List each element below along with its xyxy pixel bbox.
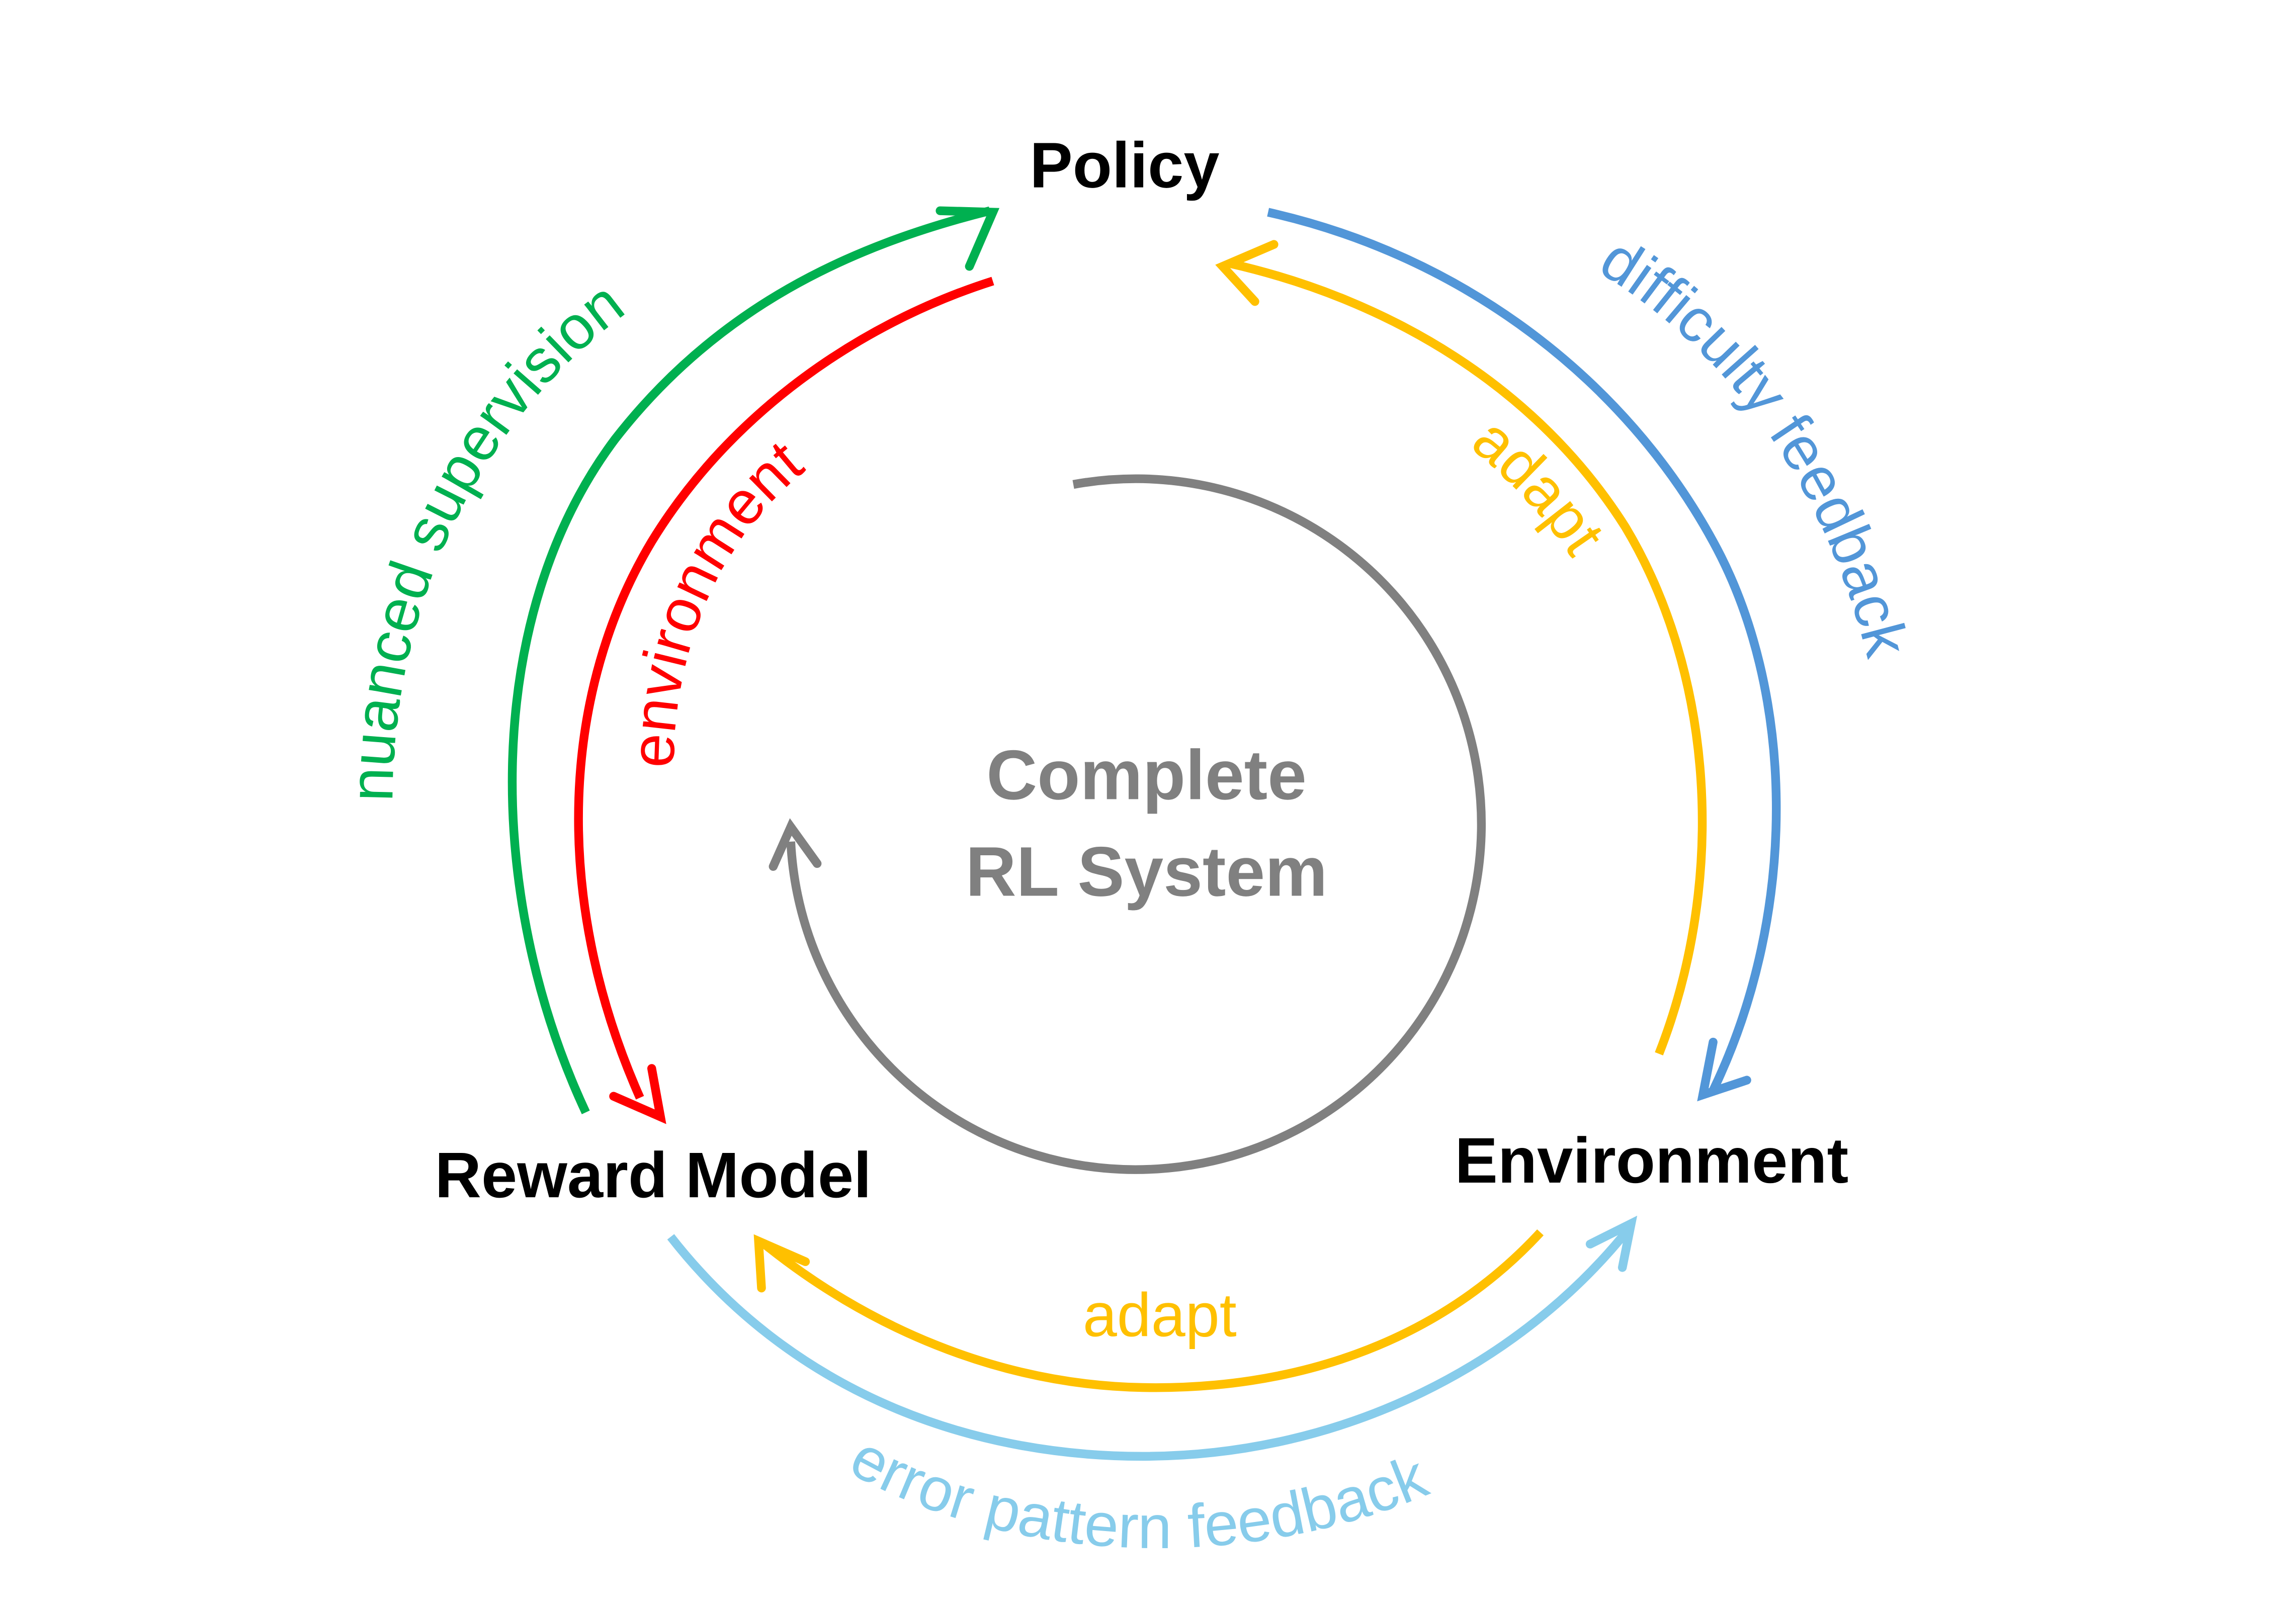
- nuanced-supervision-label: nuanced supervision: [336, 268, 636, 802]
- node-reward-model: Reward Model: [435, 1139, 872, 1211]
- nuanced-supervision-arc: [507, 206, 991, 1114]
- error-pattern-feedback-label: error pattern feedback: [840, 1422, 1436, 1561]
- system-cycle-arrow: [769, 474, 1486, 1174]
- environment-arc: [574, 277, 994, 1100]
- difficulty-feedback-arrowhead-icon: [1697, 1037, 1751, 1102]
- center-label-line2: RL System: [966, 832, 1328, 911]
- edge-difficulty-feedback: difficulty feedback: [1267, 208, 1922, 1102]
- node-environment: Environment: [1455, 1125, 1848, 1197]
- adapt-reward-arc: [761, 1229, 1544, 1392]
- edge-error-pattern-feedback: error pattern feedback: [667, 1215, 1638, 1561]
- system-cycle-arrowhead-icon: [769, 818, 822, 871]
- environment-arrowhead-icon: [609, 1064, 666, 1124]
- system-cycle-arc: [786, 474, 1486, 1174]
- center-label-line1: Complete: [986, 736, 1307, 814]
- error-pattern-feedback-arrowhead-icon: [1585, 1215, 1638, 1272]
- nuanced-supervision-arrowhead-icon: [936, 206, 1000, 271]
- error-pattern-feedback-arc: [667, 1226, 1632, 1461]
- environment-label: environment: [618, 427, 815, 769]
- node-policy: Policy: [1030, 130, 1219, 202]
- adapt-policy-arrowhead-icon: [1215, 240, 1279, 306]
- adapt-policy-arc: [1229, 259, 1707, 1056]
- edge-adapt-reward: adapt: [753, 1229, 1544, 1392]
- adapt-reward-label: adapt: [1083, 1281, 1237, 1350]
- difficulty-feedback-arc: [1267, 208, 1781, 1093]
- adapt-reward-arrowhead-icon: [753, 1234, 810, 1293]
- difficulty-feedback-label: difficulty feedback: [1589, 223, 1922, 664]
